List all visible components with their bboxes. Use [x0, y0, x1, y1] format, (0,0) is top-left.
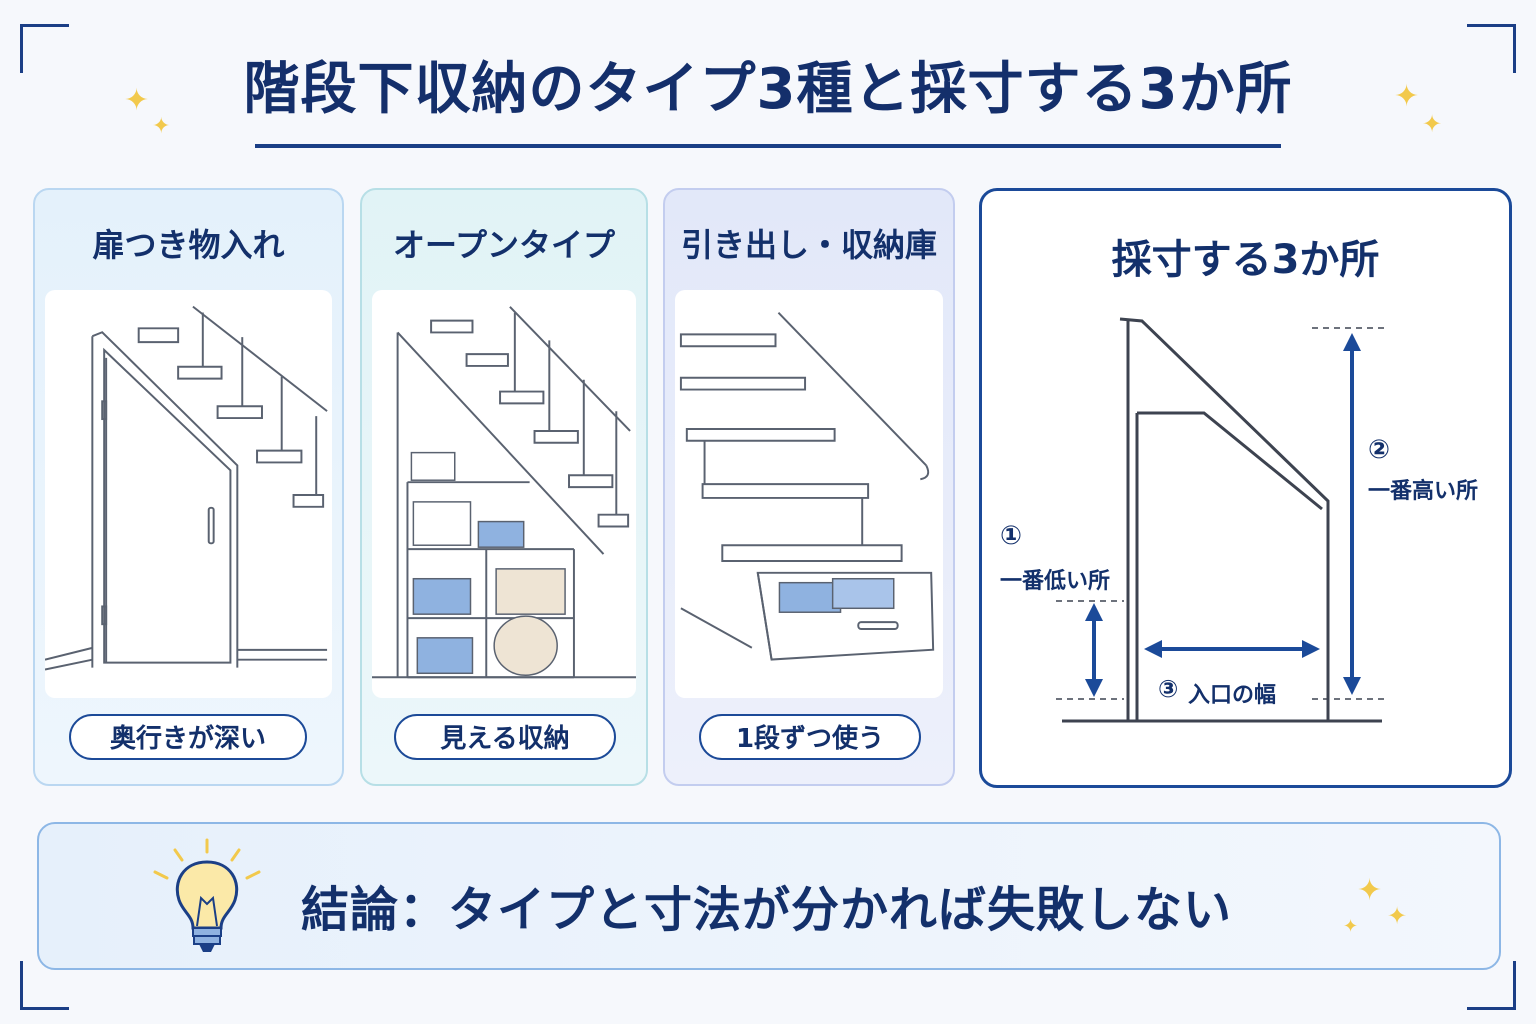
- measure-point-number: ③: [1158, 675, 1179, 703]
- measure-point-number: ①: [1000, 521, 1023, 551]
- measure-point-label: 入口の幅: [1188, 683, 1277, 708]
- sparkle-icon: ✦: [1387, 902, 1408, 930]
- frame-corner-top-left: [20, 24, 69, 73]
- frame-corner-bottom-left: [20, 961, 69, 1010]
- type-title: 引き出し・収納庫: [680, 226, 937, 264]
- open-shelf-drawing: [372, 306, 636, 679]
- conclusion-text: 結論：タイプと寸法が分かれば失敗しない: [301, 882, 1233, 938]
- sparkle-icon: ✦: [1394, 79, 1420, 114]
- title-underline: [255, 144, 1281, 148]
- type-tag: 奥行きが深い: [69, 714, 307, 760]
- measurement-card: 採寸する3か所 ① 一番低い所 ② 一番高い所 ③: [979, 188, 1512, 788]
- open-shelf-illustration: [372, 290, 636, 698]
- sparkle-icon: ✦: [1357, 873, 1383, 908]
- conclusion-banner: 結論：タイプと寸法が分かれば失敗しない ✦ ✦ ✦: [37, 822, 1501, 970]
- sparkle-icon: ✦: [1422, 110, 1443, 138]
- sparkle-icon: ✦: [124, 83, 150, 118]
- measure-point-label: 一番低い所: [1000, 569, 1111, 594]
- page-title: 階段下収納のタイプ3種と採寸する3か所: [243, 57, 1293, 122]
- type-card-door: 扉つき物入れ: [33, 188, 344, 786]
- measurement-diagram: [1056, 317, 1388, 723]
- type-title: 扉つき物入れ: [92, 226, 285, 264]
- drawer-stairs-illustration: [675, 290, 943, 698]
- type-card-drawer: 引き出し・収納庫 1段ずつ使う: [663, 188, 955, 786]
- measure-point-number: ②: [1368, 435, 1391, 465]
- type-tag: 見える収納: [394, 714, 616, 760]
- sparkle-icon: ✦: [152, 114, 171, 139]
- drawer-stairs-drawing: [679, 312, 935, 661]
- frame-corner-top-right: [1467, 24, 1516, 73]
- type-card-open: オープンタイプ: [360, 188, 648, 786]
- door-storage-illustration: [45, 290, 332, 698]
- frame-corner-bottom-right: [1467, 961, 1516, 1010]
- measure-point-label: 一番高い所: [1368, 479, 1479, 504]
- type-tag: 1段ずつ使う: [699, 714, 921, 760]
- type-title: オープンタイプ: [392, 226, 616, 264]
- door-storage-drawing: [45, 305, 328, 671]
- lightbulb-icon: [153, 838, 261, 952]
- sparkle-icon: ✦: [1343, 916, 1359, 937]
- measurement-title: 採寸する3か所: [1111, 237, 1380, 283]
